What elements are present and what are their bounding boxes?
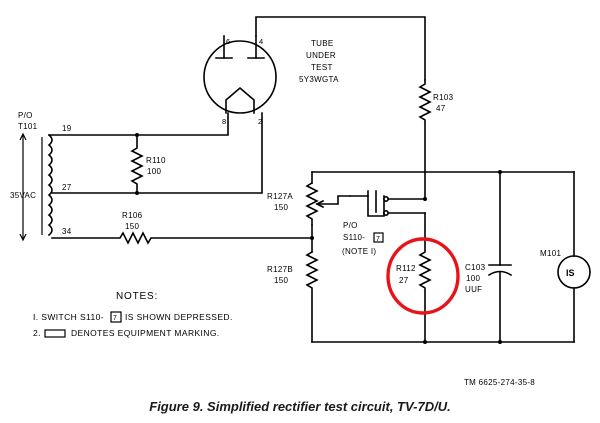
notes-title: NOTES: bbox=[116, 291, 158, 302]
m101-ref: M101 bbox=[540, 249, 561, 258]
r110-resistor bbox=[130, 134, 144, 194]
r127b-resistor bbox=[305, 250, 319, 343]
r103-resistor bbox=[418, 79, 432, 201]
switch-marking: 7 bbox=[376, 236, 380, 243]
tube-label-1: TUBE bbox=[311, 39, 334, 48]
tap-19-label: 19 bbox=[62, 124, 72, 133]
doc-id: TM 6625-274-35-8 bbox=[464, 378, 535, 387]
c103-unit: UUF bbox=[465, 285, 482, 294]
r127a-resistor bbox=[305, 181, 319, 226]
r110-ref: R110 bbox=[146, 156, 166, 165]
note-2-suffix: DENOTES EQUIPMENT MARKING. bbox=[71, 328, 220, 338]
junction-27 bbox=[135, 191, 139, 195]
pin-8-label: 8 bbox=[222, 117, 226, 126]
t101-ref1: P/O bbox=[18, 111, 33, 120]
note-2-prefix: 2. bbox=[33, 328, 41, 338]
wire-tap19 bbox=[48, 112, 229, 136]
r127a-ref: R127A bbox=[267, 192, 293, 201]
r127b-ref: R127B bbox=[267, 265, 293, 274]
r106-value: 150 bbox=[125, 222, 139, 231]
note-1-prefix: I. SWITCH S110- bbox=[33, 312, 104, 322]
meter-symbol: IS bbox=[566, 268, 575, 278]
r103-value: 47 bbox=[436, 104, 446, 113]
tube-label-3: TEST bbox=[311, 63, 333, 72]
wire-plate-to-r103 bbox=[255, 16, 426, 81]
pin-6-label: 6 bbox=[226, 37, 230, 46]
switch-note: (NOTE I) bbox=[342, 247, 376, 256]
c103-ref: C103 bbox=[465, 263, 486, 272]
r106-ref: R106 bbox=[122, 211, 143, 220]
tube-envelope bbox=[203, 40, 277, 114]
junction-r112 bbox=[423, 340, 427, 344]
note-2-marking-box bbox=[44, 329, 66, 338]
c103-value: 100 bbox=[466, 274, 480, 283]
r127b-value: 150 bbox=[274, 276, 288, 285]
switch-marking-box bbox=[373, 232, 384, 243]
pin-2-label: 2 bbox=[258, 117, 262, 126]
r112-resistor bbox=[418, 212, 432, 343]
figure-caption: Figure 9. Simplified rectifier test circ… bbox=[149, 399, 451, 414]
r127a-value: 150 bbox=[274, 203, 288, 212]
r106-resistor bbox=[51, 231, 313, 245]
r103-ref: R103 bbox=[433, 93, 454, 102]
note-1-suffix: IS SHOWN DEPRESSED. bbox=[125, 312, 233, 322]
tube-label-2: UNDER bbox=[306, 51, 336, 60]
t101-ref2: T101 bbox=[18, 122, 38, 131]
junction-sw-top bbox=[423, 197, 427, 201]
r112-value: 27 bbox=[399, 276, 409, 285]
wire-tap27 bbox=[51, 112, 263, 194]
tap-27-label: 27 bbox=[62, 183, 72, 192]
note-1-marking: 7 bbox=[113, 315, 117, 322]
tube-label-4: 5Y3WGTA bbox=[299, 75, 339, 84]
pin-4-label: 4 bbox=[259, 37, 263, 46]
note-1-marking-box bbox=[110, 311, 122, 323]
switch-ref-1: P/O bbox=[343, 221, 358, 230]
tube-under-test: 6 4 8 2 bbox=[203, 35, 277, 126]
tap-34-label: 34 bbox=[62, 227, 72, 236]
highlight-circle bbox=[386, 237, 460, 315]
switch-ref-2: S110- bbox=[343, 233, 365, 242]
r112-ref: R112 bbox=[396, 264, 416, 273]
voltage-label: 35VAC bbox=[10, 191, 36, 200]
r127a-wiper bbox=[316, 195, 351, 205]
filament bbox=[225, 86, 255, 114]
switch-s110 bbox=[349, 190, 426, 217]
r110-value: 100 bbox=[147, 167, 161, 176]
transformer-secondary bbox=[41, 133, 53, 237]
